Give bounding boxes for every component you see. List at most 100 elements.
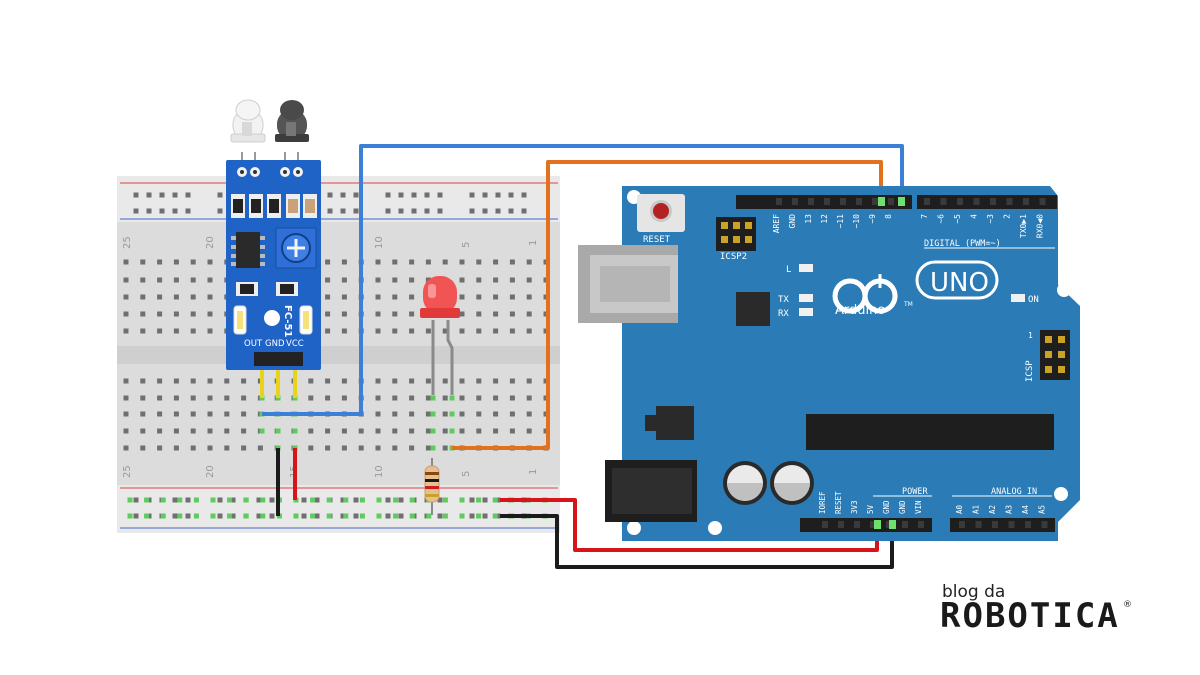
breadboard-hole[interactable]	[476, 378, 482, 384]
breadboard-hole[interactable]	[476, 277, 482, 283]
rail-hole[interactable]	[437, 497, 443, 503]
rail-hole[interactable]	[482, 513, 488, 519]
breadboard-hole[interactable]	[190, 277, 196, 283]
breadboard-hole[interactable]	[509, 294, 515, 300]
breadboard-hole[interactable]	[459, 277, 465, 283]
rail-hole[interactable]	[469, 208, 475, 214]
rail-hole[interactable]	[172, 497, 178, 503]
rail-hole[interactable]	[133, 513, 139, 519]
breadboard-hole[interactable]	[325, 277, 331, 283]
breadboard-hole[interactable]	[157, 395, 163, 401]
rail-hole[interactable]	[411, 192, 417, 198]
rail-hole[interactable]	[495, 192, 501, 198]
breadboard-hole[interactable]	[425, 378, 431, 384]
rail-hole[interactable]	[269, 513, 275, 519]
breadboard-hole[interactable]	[224, 445, 230, 451]
rail-hole[interactable]	[437, 192, 443, 198]
breadboard-hole[interactable]	[140, 445, 146, 451]
digital-pin[interactable]	[990, 198, 996, 205]
breadboard-hole[interactable]	[325, 378, 331, 384]
breadboard-hole[interactable]	[392, 328, 398, 334]
breadboard-hole[interactable]	[526, 411, 532, 417]
breadboard-hole[interactable]	[190, 311, 196, 317]
breadboard-hole[interactable]	[358, 445, 364, 451]
breadboard-hole[interactable]	[123, 378, 129, 384]
rail-hole[interactable]	[314, 513, 320, 519]
rail-hole[interactable]	[508, 208, 514, 214]
breadboard-hole[interactable]	[409, 445, 415, 451]
breadboard-hole[interactable]	[341, 328, 347, 334]
breadboard-hole[interactable]	[140, 411, 146, 417]
breadboard-hole[interactable]	[325, 395, 331, 401]
rail-hole[interactable]	[256, 497, 262, 503]
breadboard-hole[interactable]	[509, 259, 515, 265]
breadboard-hole[interactable]	[442, 428, 448, 434]
breadboard-hole[interactable]	[325, 259, 331, 265]
rail-hole[interactable]	[340, 208, 346, 214]
breadboard-hole[interactable]	[375, 445, 381, 451]
usb-connector[interactable]	[578, 245, 678, 323]
power-pin[interactable]	[854, 521, 860, 528]
breadboard-hole[interactable]	[257, 445, 263, 451]
breadboard-hole[interactable]	[526, 395, 532, 401]
breadboard-hole[interactable]	[409, 378, 415, 384]
breadboard-hole[interactable]	[190, 395, 196, 401]
breadboard-hole[interactable]	[409, 259, 415, 265]
power-pin[interactable]	[918, 521, 924, 528]
power-pin[interactable]	[902, 521, 908, 528]
breadboard-hole[interactable]	[140, 428, 146, 434]
rail-hole[interactable]	[185, 208, 191, 214]
breadboard-hole[interactable]	[409, 411, 415, 417]
breadboard-hole[interactable]	[207, 259, 213, 265]
digital-pin[interactable]	[792, 198, 798, 205]
rail-hole[interactable]	[230, 497, 236, 503]
rail-hole[interactable]	[521, 208, 527, 214]
breadboard-hole[interactable]	[190, 294, 196, 300]
digital-pin[interactable]	[1039, 198, 1046, 205]
breadboard-hole[interactable]	[190, 428, 196, 434]
breadboard-hole[interactable]	[173, 294, 179, 300]
breadboard-hole[interactable]	[526, 328, 532, 334]
breadboard-hole[interactable]	[392, 378, 398, 384]
breadboard-hole[interactable]	[509, 277, 515, 283]
rail-hole[interactable]	[185, 192, 191, 198]
breadboard-hole[interactable]	[526, 294, 532, 300]
rail-hole[interactable]	[133, 497, 139, 503]
breadboard-hole[interactable]	[409, 395, 415, 401]
digital-pin[interactable]	[872, 198, 878, 205]
breadboard-hole[interactable]	[459, 411, 465, 417]
rail-hole[interactable]	[495, 497, 501, 503]
breadboard-hole[interactable]	[325, 445, 331, 451]
breadboard-hole[interactable]	[493, 428, 499, 434]
breadboard-hole[interactable]	[493, 395, 499, 401]
breadboard-hole[interactable]	[493, 294, 499, 300]
rail-hole[interactable]	[385, 208, 391, 214]
breadboard-hole[interactable]	[442, 328, 448, 334]
rail-hole[interactable]	[508, 192, 514, 198]
breadboard-hole[interactable]	[425, 277, 431, 283]
breadboard-hole[interactable]	[308, 428, 314, 434]
analog-pin[interactable]	[975, 521, 982, 528]
breadboard-hole[interactable]	[173, 259, 179, 265]
breadboard-hole[interactable]	[157, 311, 163, 317]
breadboard-hole[interactable]	[207, 294, 213, 300]
breadboard-hole[interactable]	[157, 328, 163, 334]
breadboard-hole[interactable]	[341, 277, 347, 283]
breadboard-hole[interactable]	[476, 294, 482, 300]
breadboard-hole[interactable]	[392, 411, 398, 417]
breadboard-hole[interactable]	[459, 311, 465, 317]
breadboard-hole[interactable]	[157, 294, 163, 300]
rail-hole[interactable]	[424, 192, 430, 198]
breadboard-hole[interactable]	[123, 294, 129, 300]
breadboard-hole[interactable]	[509, 378, 515, 384]
breadboard-hole[interactable]	[123, 395, 129, 401]
digital-pin[interactable]	[824, 198, 830, 205]
breadboard-hole[interactable]	[157, 259, 163, 265]
digital-pin[interactable]	[957, 198, 963, 205]
breadboard-hole[interactable]	[341, 294, 347, 300]
rail-hole[interactable]	[230, 513, 236, 519]
rail-hole[interactable]	[185, 497, 191, 503]
rail-hole[interactable]	[385, 192, 391, 198]
breadboard-hole[interactable]	[476, 259, 482, 265]
breadboard-hole[interactable]	[442, 378, 448, 384]
